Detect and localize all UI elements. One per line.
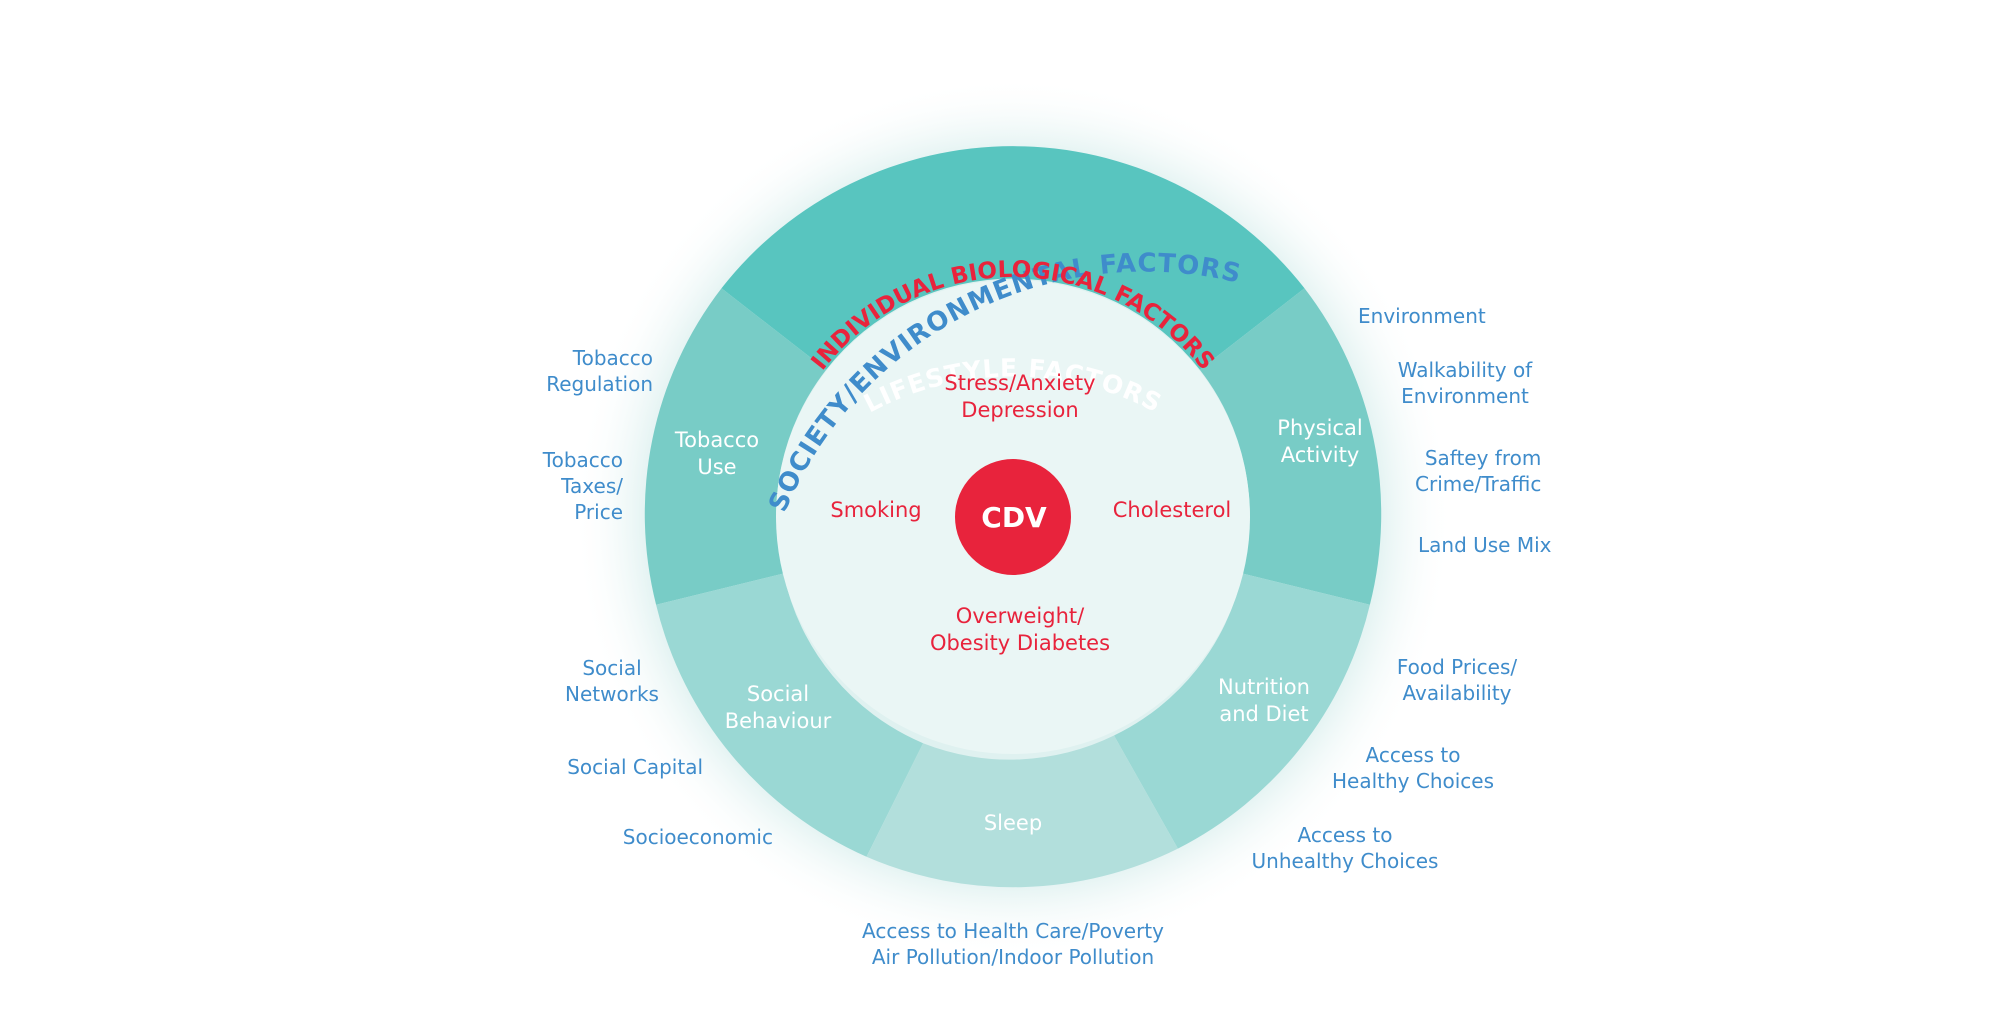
access-unhealthy-choices-label: Access to Unhealthy Choices [1251, 823, 1439, 873]
physical-activity-label-line2: Activity [1281, 443, 1360, 467]
physical-activity-segment [1199, 288, 1382, 605]
tobacco-use-label-line1: Tobacco [674, 428, 759, 452]
cdv-center-circle [955, 459, 1071, 575]
social-behaviour-label-line1: Social [747, 682, 809, 706]
tobacco-use-segment [644, 288, 827, 605]
land-use-mix-label: Land Use Mix [1418, 533, 1552, 557]
sleep-label: Sleep [984, 811, 1042, 835]
socioeconomic-label: Socioeconomic [622, 825, 773, 849]
tobacco-taxes-price-label: Tobacco Taxes/ Price [542, 448, 623, 524]
social-behaviour-label-line2: Behaviour [725, 709, 832, 733]
nutrition-diet-segment [1114, 573, 1370, 849]
food-prices-label: Food Prices/ Availability [1396, 655, 1518, 705]
nutrition-diet-label-line1: Nutrition [1218, 675, 1310, 699]
tobacco-regulation-label: Tobacco Regulation [546, 346, 653, 396]
environment-label: Environment [1358, 304, 1486, 328]
walkability-label: Walkability of Environment [1397, 358, 1533, 408]
nutrition-diet-label-line2: and Diet [1219, 702, 1308, 726]
social-capital-label: Social Capital [567, 755, 703, 779]
smoking-label: Smoking [830, 498, 921, 522]
obesity-diabetes-label: Obesity Diabetes [930, 631, 1110, 655]
depression-label: Depression [961, 398, 1078, 422]
stress-anxiety-label: Stress/Anxiety [944, 371, 1095, 395]
overweight-label: Overweight/ [956, 604, 1085, 628]
sleep-segment [866, 735, 1178, 888]
physical-activity-label-line1: Physical [1277, 416, 1362, 440]
health-care-pollution-label: Access to Health Care/Poverty Air Pollut… [862, 919, 1164, 969]
safety-crime-traffic-label: Saftey from Crime/Traffic [1415, 446, 1542, 496]
tobacco-use-label-line2: Use [697, 455, 736, 479]
cdv-center-label: CDV [981, 501, 1047, 534]
lifestyle-factors-segment [721, 146, 1305, 370]
social-networks-label: Social Networks [565, 656, 659, 706]
social-behaviour-segment [656, 573, 924, 857]
cholesterol-label: Cholesterol [1113, 498, 1232, 522]
access-healthy-choices-label: Access to Healthy Choices [1331, 743, 1495, 793]
